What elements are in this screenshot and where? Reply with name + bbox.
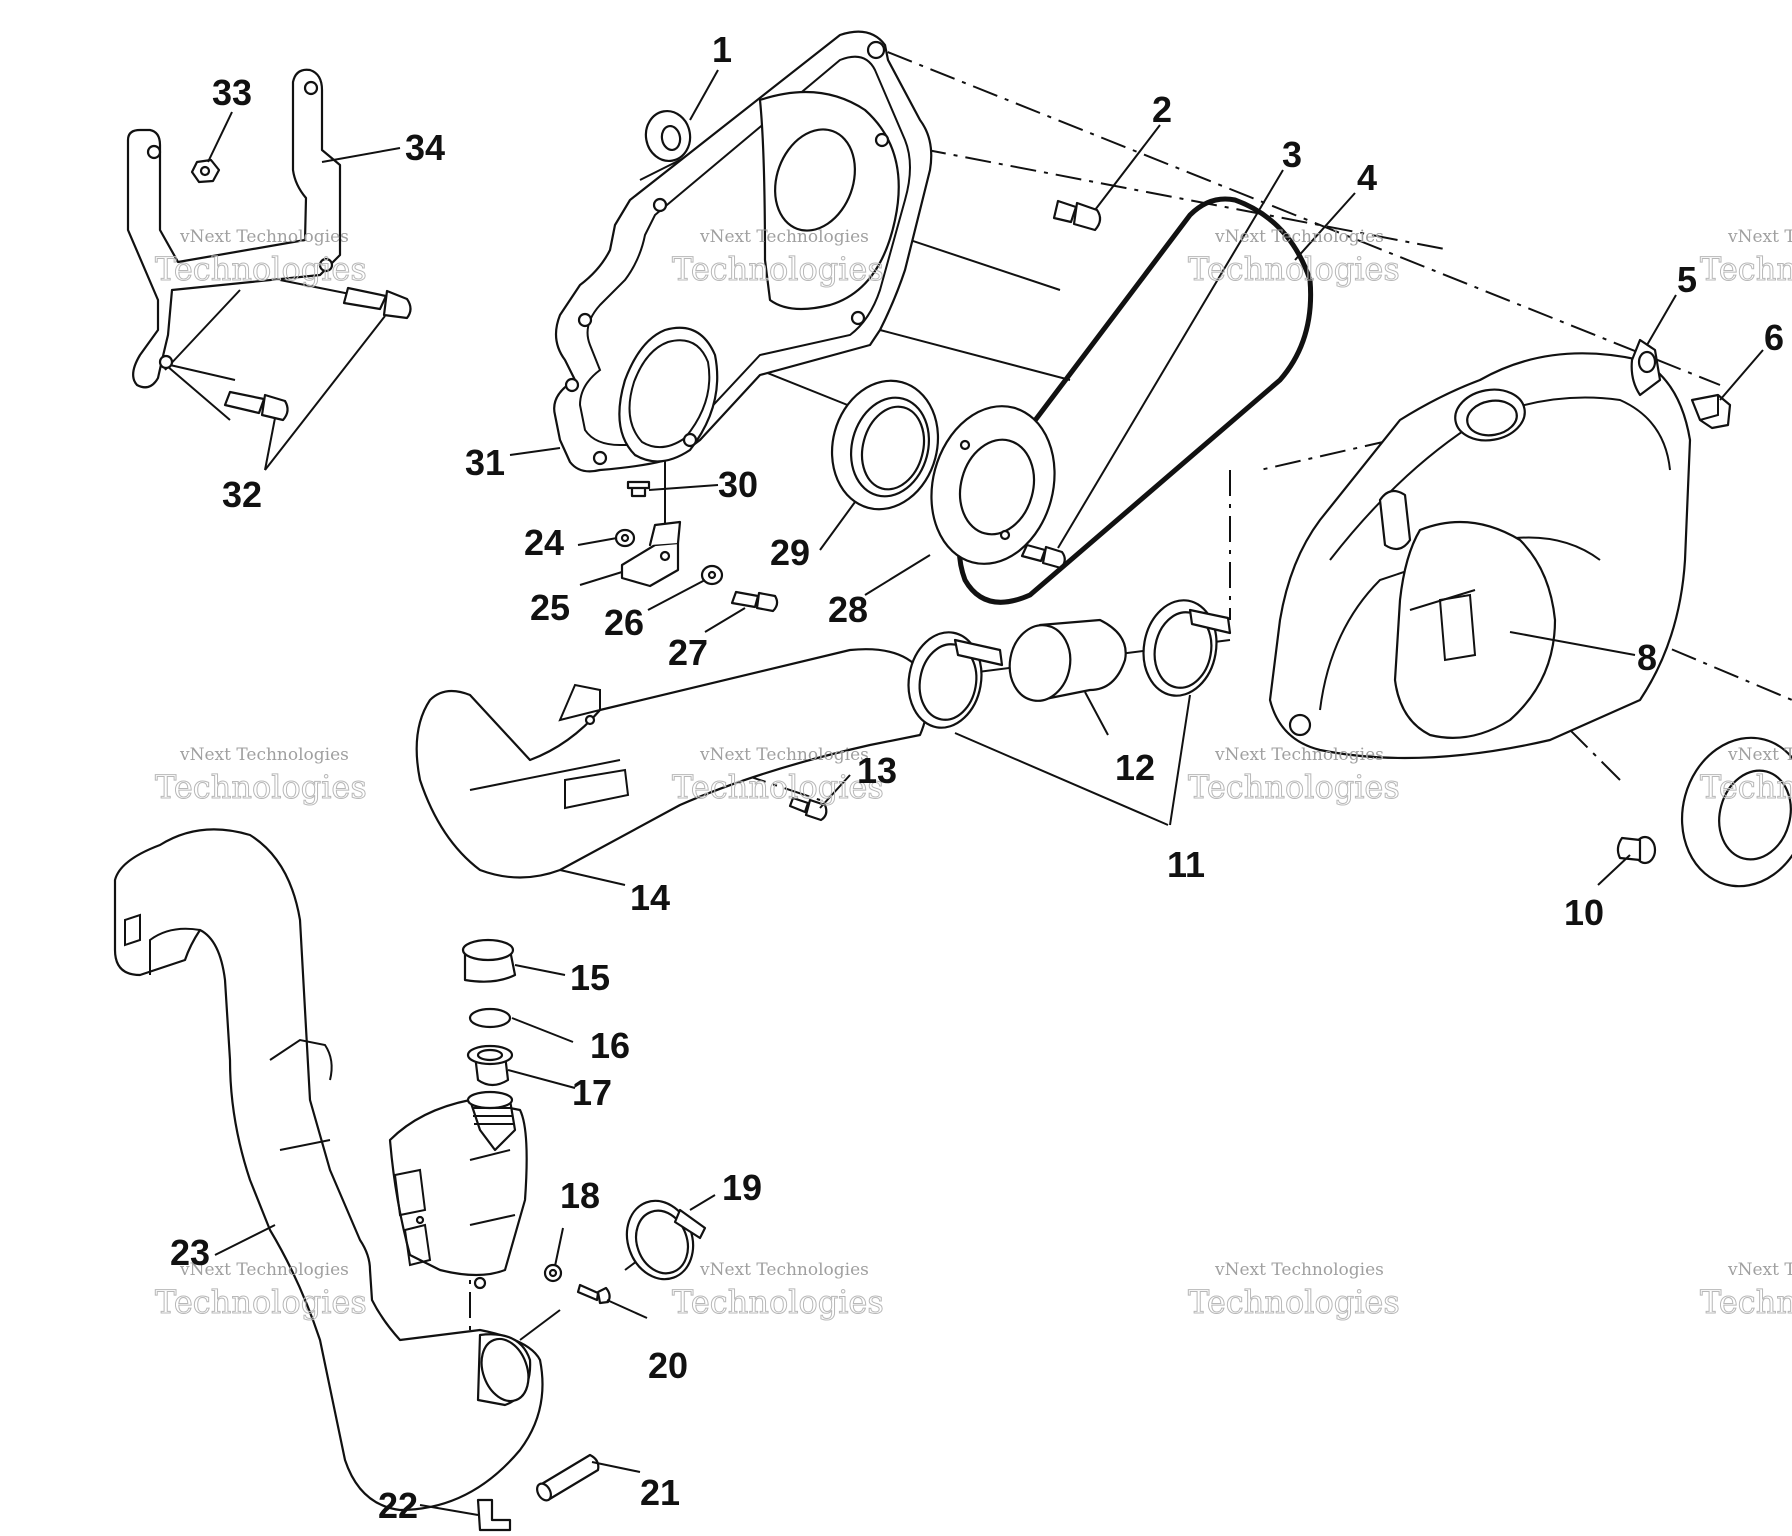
watermark-text: Technologies xyxy=(672,1283,884,1321)
washer-right-edge xyxy=(1680,736,1792,888)
bolt-2 xyxy=(1052,199,1102,232)
callout-14: 14 xyxy=(630,877,670,918)
o-ring-16 xyxy=(468,1007,512,1029)
intake-duct-14 xyxy=(415,648,929,879)
callout-24: 24 xyxy=(524,522,564,563)
callout-28: 28 xyxy=(828,589,868,630)
bolt-32-lower xyxy=(223,390,289,422)
callout-34: 34 xyxy=(405,127,445,168)
watermark-text: vNext Technologies xyxy=(699,1260,869,1280)
clamp-19 xyxy=(625,1199,707,1281)
callout-29: 29 xyxy=(770,532,810,573)
watermark-text: vNext Technologies xyxy=(699,745,869,765)
watermark-text: vNext Technologies xyxy=(179,1260,349,1280)
elbow-22 xyxy=(476,1498,512,1532)
bolt-20 xyxy=(576,1283,611,1305)
seal-29 xyxy=(830,379,940,511)
watermark-text: Technologies xyxy=(672,250,884,288)
watermark-text: vNext Technologies xyxy=(1214,1260,1384,1280)
bolt-27 xyxy=(730,590,779,613)
watermark-text: vNext Technologies xyxy=(1214,745,1384,765)
chaincase-plate-31 xyxy=(553,30,933,473)
callout-25: 25 xyxy=(530,587,570,628)
callout-8: 8 xyxy=(1637,637,1657,678)
callout-23: 23 xyxy=(170,1232,210,1273)
callout-10: 10 xyxy=(1564,892,1604,933)
watermark-text: Technologies xyxy=(1700,768,1792,806)
watermark-text: Technologies xyxy=(672,768,884,806)
hose-21 xyxy=(536,1453,600,1502)
callout-18: 18 xyxy=(560,1175,600,1216)
callout-13: 13 xyxy=(857,750,897,791)
callout-26: 26 xyxy=(604,602,644,643)
tank-neck xyxy=(466,1090,517,1152)
washer-24 xyxy=(614,528,636,548)
watermark-text: Technologies xyxy=(1188,1283,1400,1321)
callout-27: 27 xyxy=(668,632,708,673)
callout-30: 30 xyxy=(718,464,758,505)
watermark-text: Technologies xyxy=(155,250,367,288)
callout-32: 32 xyxy=(222,474,262,515)
callout-5: 5 xyxy=(1677,259,1697,300)
watermark-text: vNext Technologies xyxy=(1727,745,1792,765)
watermark-text: Technologies xyxy=(1700,1283,1792,1321)
fill-neck-17 xyxy=(466,1044,514,1087)
watermark-text: Technologies xyxy=(1188,768,1400,806)
bracket-25 xyxy=(620,520,682,588)
callout-31: 31 xyxy=(465,442,505,483)
callout-21: 21 xyxy=(640,1472,680,1513)
watermark-text: Technologies xyxy=(155,768,367,806)
watermarks: vNext Technologies Technologies vNext Te… xyxy=(155,227,1792,1322)
watermark-text: vNext Technologies xyxy=(1727,227,1792,247)
callout-4: 4 xyxy=(1357,157,1377,198)
watermark-text: vNext Technologies xyxy=(179,227,349,247)
callout-33: 33 xyxy=(212,72,252,113)
callout-20: 20 xyxy=(648,1345,688,1386)
callout-2: 2 xyxy=(1152,89,1172,130)
watermark-text: Technologies xyxy=(1188,250,1400,288)
drive-chain-4 xyxy=(956,196,1314,605)
clip-6 xyxy=(1690,393,1732,430)
clamp-11-left xyxy=(907,631,1004,729)
washer-26 xyxy=(700,564,724,586)
callout-16: 16 xyxy=(590,1025,630,1066)
callout-17: 17 xyxy=(572,1072,612,1113)
watermark-text: vNext Technologies xyxy=(699,227,869,247)
clutch-cover-5 xyxy=(1268,338,1692,760)
screw-10 xyxy=(1616,835,1657,865)
sleeve-12 xyxy=(1008,618,1127,702)
cap-15 xyxy=(461,938,517,983)
decal-8 xyxy=(1409,589,1476,611)
washer-18 xyxy=(543,1263,563,1283)
screw-13 xyxy=(788,796,828,822)
callout-15: 15 xyxy=(570,957,610,998)
watermark-text: Technologies xyxy=(1700,250,1792,288)
exhaust-pipe-23 xyxy=(113,828,544,1512)
alignment-lines xyxy=(159,34,1792,1480)
clamp-11-right xyxy=(1142,599,1232,697)
callout-1: 1 xyxy=(712,29,732,70)
callout-12: 12 xyxy=(1115,747,1155,788)
callout-11: 11 xyxy=(1167,844,1205,885)
watermark-text: vNext Technologies xyxy=(179,745,349,765)
watermark-text: vNext Technologies xyxy=(1214,227,1384,247)
washer-1 xyxy=(644,109,692,163)
watermark-text: Technologies xyxy=(155,1283,367,1321)
bolt-3 xyxy=(1020,543,1066,570)
leader-lines xyxy=(207,69,1764,1516)
nut-33 xyxy=(190,158,221,184)
bolt-32-upper xyxy=(342,286,412,320)
callout-6: 6 xyxy=(1764,317,1784,358)
callout-19: 19 xyxy=(722,1167,762,1208)
callout-labels: 1 2 3 4 5 6 8 10 11 12 13 14 15 16 17 18… xyxy=(170,29,1784,1526)
callout-22: 22 xyxy=(378,1485,418,1526)
watermark-text: vNext Technologies xyxy=(1727,1260,1792,1280)
bolt-30 xyxy=(626,480,651,498)
bracket-34 xyxy=(126,68,342,389)
callout-3: 3 xyxy=(1282,134,1302,175)
sprocket-plate-28 xyxy=(930,405,1056,565)
